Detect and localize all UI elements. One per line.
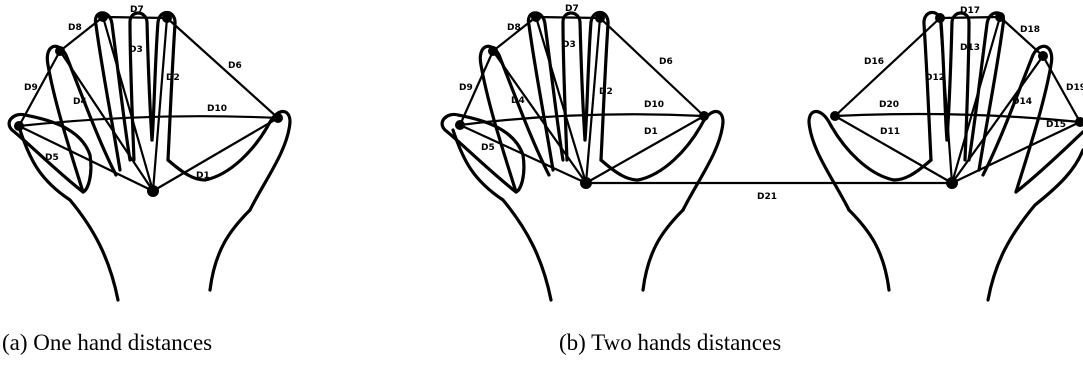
label-d17: D17	[960, 6, 980, 16]
distance-labels-a: D1 D2 D3 D4 D5 D6 D7 D8 D9 D10	[24, 5, 242, 181]
label-d1-a: D1	[196, 171, 210, 181]
joint-thumb-right	[830, 111, 840, 121]
label-d4-b: D4	[511, 96, 525, 106]
joint-ring-left	[595, 13, 605, 23]
joint-palm-left	[580, 177, 592, 189]
label-d5-a: D5	[45, 153, 59, 163]
two-hands-diagram: D1 D2 D3 D4 D5 D6 D7 D8 D9 D10 D11 D12 D…	[440, 4, 1083, 302]
label-d7-a: D7	[130, 5, 144, 15]
label-d13: D13	[960, 43, 980, 53]
joint-thumb-left	[455, 120, 465, 130]
caption-b: (b) Two hands distances	[559, 330, 782, 355]
label-d6-a: D6	[228, 61, 242, 71]
joint-pinky-a	[273, 113, 283, 123]
joint-middle-a	[98, 12, 108, 22]
distance-labels-b: D1 D2 D3 D4 D5 D6 D7 D8 D9 D10 D11 D12 D…	[459, 4, 1083, 202]
label-d4-a: D4	[73, 97, 87, 107]
joint-palm-a	[147, 185, 159, 197]
distance-lines-left	[458, 15, 706, 185]
caption-a: (a) One hand distances	[2, 330, 213, 355]
label-d9-b: D9	[459, 83, 473, 93]
label-d2-b: D2	[599, 87, 613, 97]
joint-ring-a	[162, 13, 172, 23]
label-d14: D14	[1012, 97, 1032, 107]
label-d7-b: D7	[565, 4, 579, 14]
hand-outline-left	[440, 10, 725, 302]
joint-palm-right	[946, 177, 958, 189]
label-d9-a: D9	[24, 83, 38, 93]
label-d3-b: D3	[562, 40, 576, 50]
one-hand-diagram: D1 D2 D3 D4 D5 D6 D7 D8 D9 D10	[7, 5, 292, 302]
label-d18: D18	[1020, 25, 1040, 35]
joint-middle-left	[531, 12, 541, 22]
distance-lines-a	[17, 15, 280, 193]
label-d10-b: D10	[644, 100, 664, 110]
label-d15: D15	[1046, 120, 1066, 130]
hand-outline-right	[807, 10, 1083, 302]
joint-index-right	[935, 13, 945, 23]
joint-pinky-right	[1075, 117, 1083, 127]
label-d11: D11	[880, 127, 900, 137]
label-d5-b: D5	[481, 143, 495, 153]
joint-ring-right	[1038, 51, 1048, 61]
label-d2-a: D2	[166, 73, 180, 83]
distance-lines-right	[833, 15, 1082, 185]
joint-pinky-left	[699, 111, 709, 121]
label-d19: D19	[1066, 83, 1083, 93]
label-d10-a: D10	[207, 104, 227, 114]
label-d6-b: D6	[659, 57, 673, 67]
joint-index-a	[55, 46, 65, 56]
label-d1-b: D1	[644, 127, 658, 137]
joint-thumb-a	[14, 121, 24, 131]
label-d8-a: D8	[68, 23, 82, 33]
label-d3-a: D3	[129, 45, 143, 55]
joints-a	[14, 12, 283, 197]
joints-b	[455, 12, 1083, 189]
label-d20: D20	[879, 100, 899, 110]
label-d16: D16	[864, 57, 884, 67]
label-d21: D21	[757, 192, 777, 202]
joint-middle-right	[995, 12, 1005, 22]
label-d12: D12	[925, 73, 945, 83]
joint-index-left	[488, 46, 498, 56]
label-d8-b: D8	[507, 23, 521, 33]
